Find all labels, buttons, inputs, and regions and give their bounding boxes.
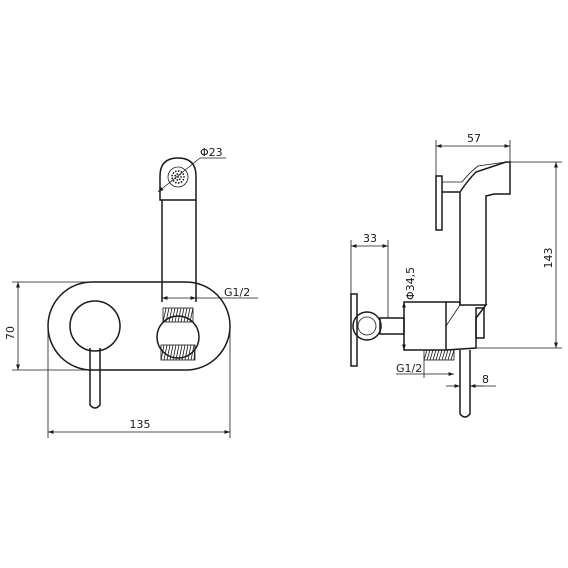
dim-front-height-label: 70 bbox=[4, 326, 17, 340]
wall-flange-bottom bbox=[350, 293, 358, 367]
shower-head-side bbox=[442, 161, 511, 305]
dim-pipe-diameter-label: 8 bbox=[482, 373, 489, 386]
thread-hatch bbox=[190, 344, 195, 361]
spray-nozzle bbox=[182, 173, 185, 176]
thread-hatch bbox=[178, 344, 183, 361]
thread-hatch bbox=[438, 349, 443, 361]
thread-hatch bbox=[423, 349, 428, 361]
thread-hatch bbox=[184, 344, 189, 361]
spray-nozzle bbox=[171, 177, 174, 180]
wall-plate bbox=[47, 281, 231, 371]
dim-hose-diameter-label: Φ23 bbox=[200, 146, 223, 159]
spray-nozzle bbox=[171, 174, 174, 177]
spray-nozzle bbox=[180, 176, 182, 178]
spray-nozzle bbox=[174, 170, 177, 173]
thread-hatch bbox=[444, 349, 449, 361]
thread-hatch bbox=[169, 344, 174, 361]
dim-head-length: 57 bbox=[435, 132, 511, 176]
wall-flange-top bbox=[435, 175, 443, 231]
dim-pipe-diameter: 8 bbox=[446, 373, 496, 388]
hand-shower-head bbox=[159, 157, 197, 201]
dim-front-width-label: 135 bbox=[130, 418, 151, 431]
dim-hose-diameter: Φ23 bbox=[157, 146, 226, 193]
thread-hatch bbox=[432, 349, 437, 361]
mixer-knob bbox=[69, 300, 121, 352]
thread-hatch bbox=[175, 344, 180, 361]
dim-body-diameter-label: Φ34,5 bbox=[404, 267, 417, 300]
spray-nozzle bbox=[174, 181, 177, 184]
thread-hatch bbox=[166, 344, 171, 361]
spray-nozzle bbox=[172, 180, 175, 182]
thread-hatch bbox=[172, 344, 177, 361]
thread-hatch bbox=[189, 307, 194, 323]
thread-hatch bbox=[450, 349, 455, 361]
thread-hatch bbox=[163, 344, 168, 361]
thread-hatch bbox=[177, 307, 182, 323]
thread-hatch bbox=[447, 349, 452, 361]
spray-nozzle bbox=[177, 170, 180, 172]
dim-front-thread: G1/2 bbox=[162, 286, 258, 300]
dim-front-thread-label: G1/2 bbox=[224, 286, 250, 299]
thread-hatch bbox=[181, 344, 186, 361]
spray-nozzle bbox=[183, 176, 185, 178]
side-view: 57 143 33 Φ34,5 G1/2 bbox=[350, 132, 562, 418]
thread-hatch bbox=[174, 307, 179, 323]
spray-nozzle bbox=[177, 182, 180, 184]
dim-body-depth: 33 bbox=[350, 232, 389, 318]
thread-hatch bbox=[187, 344, 192, 361]
spray-nozzle bbox=[176, 173, 179, 175]
dim-front-width: 135 bbox=[47, 326, 231, 438]
thread-hatch bbox=[180, 307, 185, 323]
dim-side-thread: G1/2 bbox=[396, 360, 454, 378]
thread-hatch bbox=[426, 349, 431, 361]
dim-total-height: 143 bbox=[476, 161, 562, 349]
mixer-body-side bbox=[403, 301, 447, 351]
spray-nozzle bbox=[182, 178, 185, 181]
knob-side bbox=[352, 311, 405, 341]
dim-side-thread-label: G1/2 bbox=[396, 362, 422, 375]
dim-total-height-label: 143 bbox=[542, 248, 555, 269]
dim-head-length-label: 57 bbox=[467, 132, 481, 145]
thread-hatch bbox=[441, 349, 446, 361]
spray-nozzle bbox=[172, 172, 175, 174]
thread-hatch bbox=[193, 344, 196, 361]
spray-nozzle bbox=[176, 179, 179, 181]
outlet-connector bbox=[156, 307, 200, 361]
thread-hatch bbox=[186, 307, 191, 323]
supply-pipe bbox=[459, 350, 471, 418]
spray-nozzle bbox=[178, 178, 181, 181]
thread-hatch bbox=[162, 307, 167, 323]
spray-nozzle bbox=[174, 174, 177, 177]
lever-handle bbox=[89, 348, 101, 409]
thread-hatch bbox=[429, 349, 434, 361]
dim-body-depth-label: 33 bbox=[363, 232, 377, 245]
shower-hose bbox=[161, 200, 197, 302]
thread-hatch bbox=[160, 344, 165, 361]
thread-hatch bbox=[183, 307, 188, 323]
dim-front-height: 70 bbox=[4, 281, 150, 371]
thread-hatch bbox=[168, 307, 173, 323]
thread-hatch bbox=[171, 307, 176, 323]
thread-hatch bbox=[435, 349, 440, 361]
thread-hatch bbox=[165, 307, 170, 323]
spray-nozzle bbox=[180, 181, 183, 183]
front-view: 70 135 Φ23 G1/2 bbox=[4, 146, 258, 438]
dim-body-diameter: Φ34,5 bbox=[402, 267, 417, 350]
